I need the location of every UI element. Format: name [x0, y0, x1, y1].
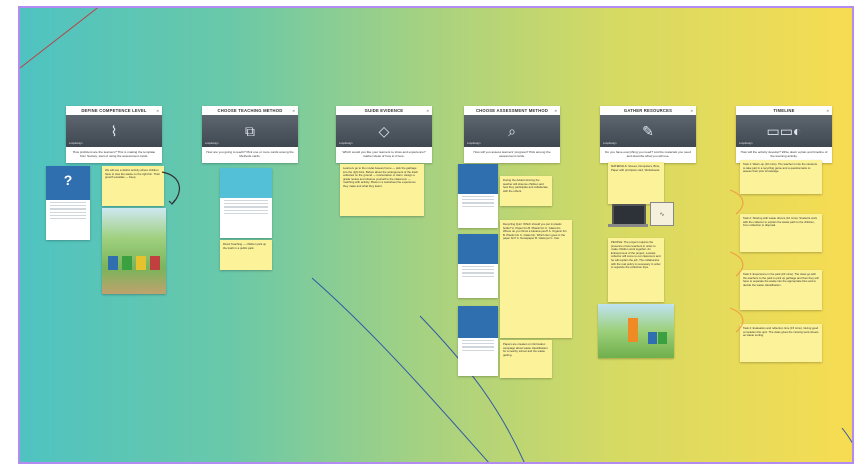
- card-description: How will you assess learners' progress? …: [473, 150, 551, 158]
- card-description: Do you have everything you need? List th…: [605, 150, 691, 158]
- sticky-note[interactable]: Direct Teaching — children pick up the t…: [220, 240, 272, 270]
- magnifier-icon: ⌕Loopdesign: [464, 115, 560, 147]
- close-icon[interactable]: ×: [554, 108, 557, 113]
- sticky-note[interactable]: Task 3: Experience in the park (20 mins)…: [740, 270, 822, 310]
- assessment-card-2[interactable]: [458, 234, 498, 298]
- sticky-note[interactable]: Task 4: Evaluation and reflection time (…: [740, 324, 822, 362]
- column-assessment-method: CHOOSE ASSESSMENT METHOD × ⌕Loopdesign Ho…: [464, 106, 560, 163]
- card-description: How proficient are the learners? This is…: [72, 150, 156, 158]
- sticky-note[interactable]: Recycling Quiz: Which should you put in …: [500, 220, 572, 338]
- question-mark-icon: ?: [63, 172, 73, 188]
- card-head: ?: [46, 166, 90, 200]
- sticky-note[interactable]: PEOPLE: The project requires the presenc…: [608, 238, 664, 302]
- red-pen-stroke: [20, 8, 99, 69]
- competence-card[interactable]: ?: [46, 166, 90, 240]
- close-icon[interactable]: ×: [292, 108, 295, 113]
- sticky-note[interactable]: Learners go to the model Assess home — p…: [340, 164, 424, 216]
- card-title: CHOOSE ASSESSMENT METHOD: [475, 108, 549, 113]
- card-title: CHOOSE TEACHING METHOD: [217, 108, 283, 113]
- recycling-illustration: [102, 208, 166, 294]
- sticky-note[interactable]: MATERIALS: Gloves, Dumpsters, Bins, Pape…: [608, 162, 664, 204]
- whiteboard-canvas[interactable]: DEFINE COMPETENCE LEVEL × ⌇Loopdesign How…: [18, 6, 854, 464]
- column-guide-evidence: GUIDE EVIDENCE × ◇Loopdesign Which would …: [336, 106, 432, 163]
- column-define-competence: DEFINE COMPETENCE LEVEL × ⌇Loopdesign How…: [66, 106, 162, 163]
- laptop-icon: [612, 204, 646, 226]
- card-title: GUIDE EVIDENCE: [364, 108, 404, 113]
- close-icon[interactable]: ×: [156, 108, 159, 113]
- sticky-note[interactable]: Task 2: Sharing with waste drivers (10 m…: [740, 214, 822, 252]
- header-card-resources[interactable]: GATHER RESOURCES × ✎Loopdesign Do you hav…: [600, 106, 696, 163]
- sticky-note[interactable]: We will use a district activity where ch…: [102, 166, 164, 206]
- close-icon[interactable]: ×: [826, 108, 829, 113]
- card-title: GATHER RESOURCES: [623, 108, 673, 113]
- card-brand: Loopdesign: [739, 142, 753, 145]
- direct-learning-card[interactable]: [220, 168, 272, 238]
- card-brand: Loopdesign: [69, 142, 83, 145]
- sticky-note[interactable]: Task 1: Warm-up (10 mins). The teacher i…: [740, 160, 822, 194]
- timeline-icon: ▭▭◐Loopdesign: [736, 115, 832, 147]
- card-title: DEFINE COMPETENCE LEVEL: [81, 108, 147, 113]
- graph-sketch-icon: ⌇Loopdesign: [66, 115, 162, 147]
- card-brand: Loopdesign: [467, 142, 481, 145]
- blue-pen-stroke-3: [841, 427, 852, 444]
- assessment-card-1[interactable]: [458, 164, 498, 228]
- column-gather-resources: GATHER RESOURCES × ✎Loopdesign Do you hav…: [600, 106, 696, 163]
- card-head: [220, 168, 272, 198]
- column-timeline: TIMELINE × ▭▭◐Loopdesign How will the act…: [736, 106, 832, 163]
- curved-arrow: [161, 171, 180, 205]
- tools-icon: ✎Loopdesign: [600, 115, 696, 147]
- assessment-card-3[interactable]: [458, 306, 498, 376]
- card-head: [458, 164, 498, 194]
- card-description: How will the activity develop? Write dow…: [740, 150, 828, 158]
- park-cleanup-illustration: [598, 304, 674, 358]
- column-teaching-method: CHOOSE TEACHING METHOD × ⧉Loopdesign How …: [202, 106, 298, 163]
- timeline-arrows: [729, 189, 744, 333]
- header-card-timeline[interactable]: TIMELINE × ▭▭◐Loopdesign How will the act…: [736, 106, 832, 163]
- close-icon[interactable]: ×: [426, 108, 429, 113]
- card-title: TIMELINE: [773, 108, 795, 113]
- whiteboard-drawing-icon: ∿: [650, 202, 674, 226]
- card-head: [458, 234, 498, 264]
- diamond-icon: ◇Loopdesign: [336, 115, 432, 147]
- card-head: [458, 306, 498, 338]
- sticky-note[interactable]: Papers are created on information campai…: [500, 340, 552, 378]
- header-card-assessment[interactable]: CHOOSE ASSESSMENT METHOD × ⌕Loopdesign Ho…: [464, 106, 560, 163]
- card-description: Which would you like your learners to sh…: [342, 150, 426, 158]
- card-brand: Loopdesign: [339, 142, 353, 145]
- sticky-note[interactable]: During the Added winning the teacher wil…: [500, 176, 552, 206]
- card-brand: Loopdesign: [205, 142, 219, 145]
- close-icon[interactable]: ×: [690, 108, 693, 113]
- header-card-competence[interactable]: DEFINE COMPETENCE LEVEL × ⌇Loopdesign How…: [66, 106, 162, 163]
- card-description: How are you going to teach? Pick one or …: [206, 150, 294, 158]
- header-card-teaching[interactable]: CHOOSE TEACHING METHOD × ⧉Loopdesign How …: [202, 106, 298, 163]
- header-card-evidence[interactable]: GUIDE EVIDENCE × ◇Loopdesign Which would …: [336, 106, 432, 163]
- card-brand: Loopdesign: [603, 142, 617, 145]
- puzzle-pieces-icon: ⧉Loopdesign: [202, 115, 298, 147]
- laptop-base: [608, 224, 648, 227]
